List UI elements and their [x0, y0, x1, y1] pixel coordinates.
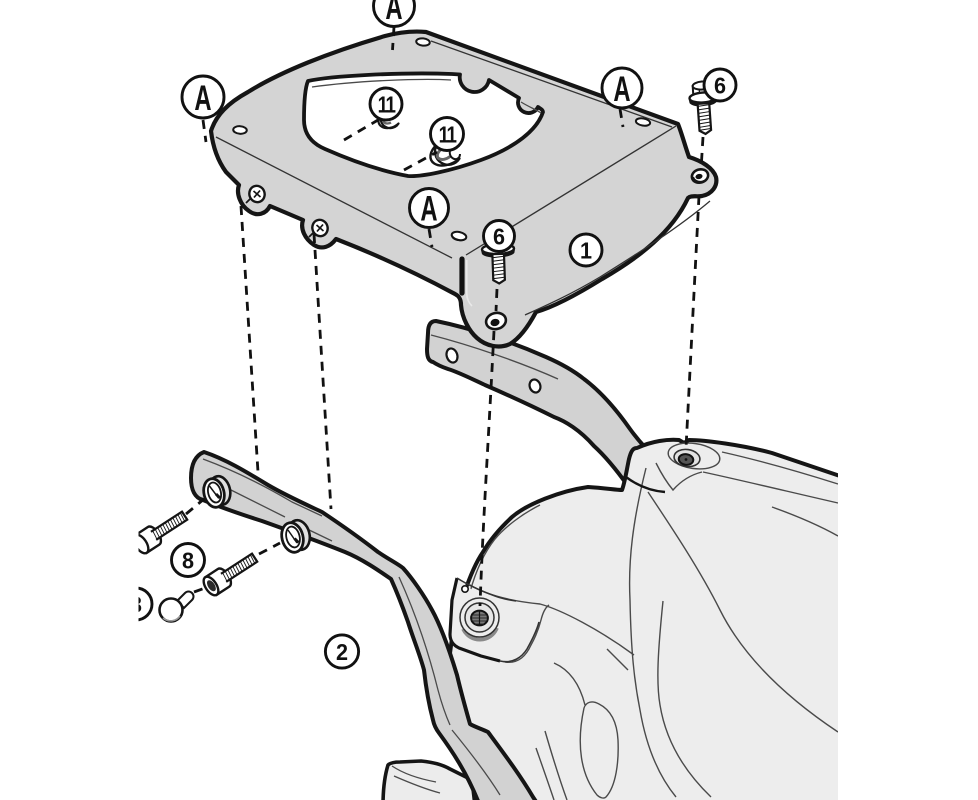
svg-text:1: 1: [580, 238, 592, 264]
svg-text:2: 2: [336, 639, 348, 665]
svg-text:A: A: [385, 0, 402, 27]
svg-text:11: 11: [378, 92, 396, 119]
svg-text:A: A: [194, 80, 211, 119]
svg-text:A: A: [613, 71, 630, 110]
svg-text:11: 11: [439, 122, 457, 149]
svg-text:A: A: [420, 190, 437, 229]
svg-text:6: 6: [714, 73, 726, 99]
svg-text:8: 8: [182, 548, 194, 574]
svg-text:6: 6: [493, 224, 505, 250]
